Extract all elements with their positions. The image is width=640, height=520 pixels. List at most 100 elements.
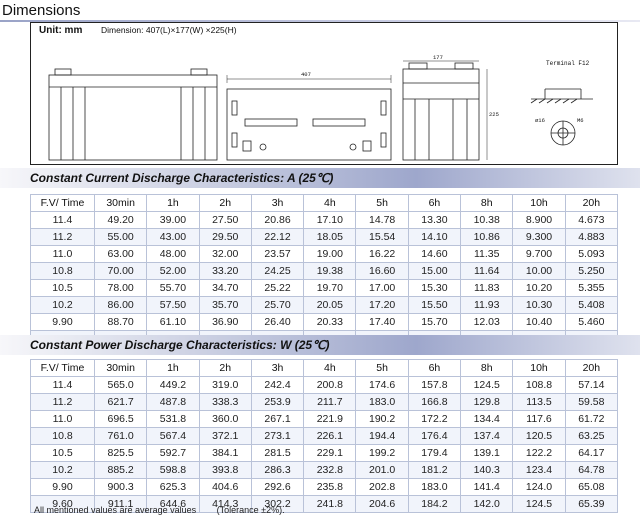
value-cell: 592.7 <box>146 444 200 462</box>
value-cell: 10.40 <box>512 313 566 331</box>
value-cell: 15.70 <box>407 313 462 331</box>
value-cell: 117.6 <box>512 410 566 428</box>
voltage-cell: 10.8 <box>30 427 95 445</box>
value-cell: 64.17 <box>564 444 619 462</box>
page-title: Dimensions <box>2 2 81 19</box>
value-cell: 113.5 <box>512 393 566 411</box>
value-cell: 23.57 <box>250 245 305 263</box>
voltage-cell: 9.90 <box>30 478 95 496</box>
value-cell: 292.6 <box>250 478 305 496</box>
value-cell: 137.4 <box>460 427 514 445</box>
value-cell: 55.70 <box>146 279 200 297</box>
height-label: 225 <box>489 111 499 118</box>
value-cell: 226.1 <box>303 427 357 445</box>
value-cell: 57.14 <box>564 376 619 394</box>
value-cell: 241.8 <box>303 495 357 513</box>
value-cell: 10.38 <box>460 211 514 229</box>
column-header: 4h <box>303 194 357 212</box>
value-cell: 4.673 <box>564 211 619 229</box>
side-view-body <box>48 74 218 161</box>
value-cell: 25.70 <box>250 296 305 314</box>
value-cell: 319.0 <box>198 376 252 394</box>
value-cell: 61.72 <box>564 410 619 428</box>
value-cell: 166.8 <box>407 393 462 411</box>
voltage-cell: 9.90 <box>30 313 95 331</box>
value-cell: 761.0 <box>93 427 148 445</box>
voltage-cell: 10.8 <box>30 262 95 280</box>
value-cell: 531.8 <box>146 410 200 428</box>
power-section-bar: Constant Power Discharge Characteristics… <box>0 335 640 355</box>
value-cell: 14.60 <box>407 245 462 263</box>
value-cell: 10.20 <box>512 279 566 297</box>
value-cell: 27.50 <box>198 211 252 229</box>
value-cell: 16.60 <box>355 262 409 280</box>
average-values-note: All mentioned values are average values <box>34 505 197 515</box>
value-cell: 20.33 <box>303 313 357 331</box>
column-header: 5h <box>355 359 409 377</box>
value-cell: 63.00 <box>93 245 148 263</box>
value-cell: 242.4 <box>250 376 305 394</box>
footer-note: All mentioned values are average values … <box>34 505 285 515</box>
value-cell: 86.00 <box>93 296 148 314</box>
value-cell: 229.1 <box>303 444 357 462</box>
value-cell: 202.8 <box>355 478 409 496</box>
value-cell: 253.9 <box>250 393 305 411</box>
column-header: 3h <box>250 194 305 212</box>
value-cell: 172.2 <box>407 410 462 428</box>
value-cell: 13.30 <box>407 211 462 229</box>
voltage-cell: 11.0 <box>30 245 95 263</box>
voltage-cell: 11.2 <box>30 228 95 246</box>
value-cell: 134.4 <box>460 410 514 428</box>
column-header: 5h <box>355 194 409 212</box>
value-cell: 5.408 <box>564 296 619 314</box>
value-cell: 201.0 <box>355 461 409 479</box>
voltage-cell: 9.60 <box>30 495 95 513</box>
value-cell: 625.3 <box>146 478 200 496</box>
column-header: 1h <box>146 194 200 212</box>
value-cell: 199.2 <box>355 444 409 462</box>
value-cell: 24.25 <box>250 262 305 280</box>
value-cell: 15.54 <box>355 228 409 246</box>
value-cell: 696.5 <box>93 410 148 428</box>
value-cell: 108.8 <box>512 376 566 394</box>
value-cell: 911.1 <box>93 495 148 513</box>
value-cell: 48.00 <box>146 245 200 263</box>
column-header: 4h <box>303 359 357 377</box>
value-cell: 404.6 <box>198 478 252 496</box>
value-cell: 204.6 <box>355 495 409 513</box>
value-cell: 124.5 <box>460 376 514 394</box>
value-cell: 5.250 <box>564 262 619 280</box>
unit-label: Unit: mm <box>39 25 83 36</box>
value-cell: 12.03 <box>460 313 514 331</box>
width-label: 177 <box>433 54 443 61</box>
value-cell: 286.3 <box>250 461 305 479</box>
value-cell: 20.86 <box>250 211 305 229</box>
column-header: 8h <box>460 194 514 212</box>
current-section-bar: Constant Current Discharge Characteristi… <box>0 168 640 188</box>
value-cell: 29.50 <box>198 228 252 246</box>
value-cell: 35.70 <box>198 296 252 314</box>
value-cell: 176.4 <box>407 427 462 445</box>
value-cell: 11.93 <box>460 296 514 314</box>
value-cell: 78.00 <box>93 279 148 297</box>
value-cell: 33.20 <box>198 262 252 280</box>
value-cell: 63.25 <box>564 427 619 445</box>
value-cell: 267.1 <box>250 410 305 428</box>
value-cell: 32.00 <box>198 245 252 263</box>
value-cell: 621.7 <box>93 393 148 411</box>
value-cell: 57.50 <box>146 296 200 314</box>
voltage-cell: 10.2 <box>30 296 95 314</box>
value-cell: 644.6 <box>146 495 200 513</box>
column-header: 30min <box>93 194 148 212</box>
phi-label: ø16 <box>535 117 545 124</box>
value-cell: 22.12 <box>250 228 305 246</box>
